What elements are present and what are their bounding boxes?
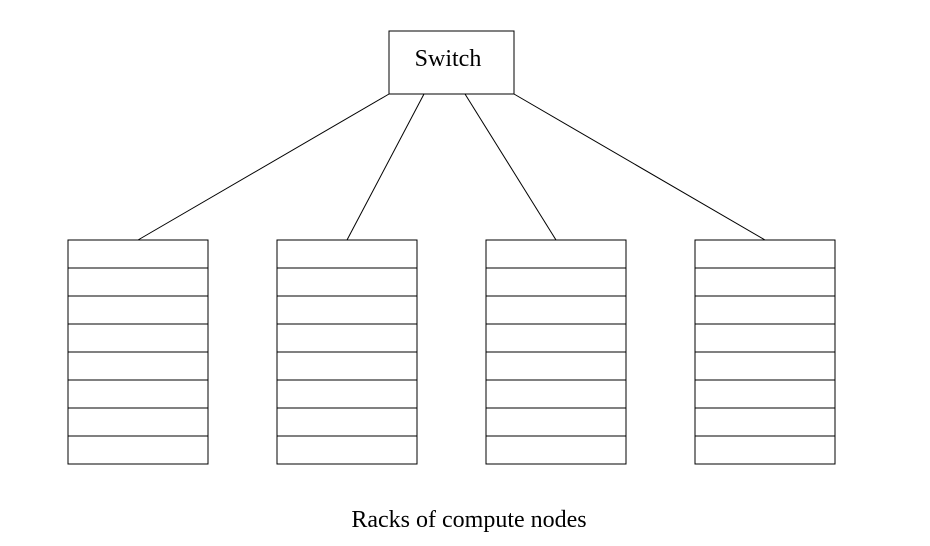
compute-node [485,379,627,409]
compute-node [276,267,418,297]
compute-node [694,435,836,465]
compute-node [694,267,836,297]
compute-node [694,323,836,353]
compute-node [485,295,627,325]
compute-node [276,435,418,465]
compute-node [67,323,209,353]
rack-4 [694,239,836,465]
compute-node [276,239,418,269]
rack-1 [67,239,209,465]
compute-node [67,407,209,437]
switch-node: Switch [388,30,515,95]
compute-node [485,351,627,381]
compute-node [67,435,209,465]
link-line-4 [513,93,766,241]
compute-node [485,323,627,353]
switch-box [388,30,515,95]
link-line-3 [464,93,557,241]
compute-node [694,351,836,381]
compute-node [67,295,209,325]
compute-node [694,379,836,409]
compute-node [67,267,209,297]
switch-label: Switch [415,46,482,72]
compute-node [276,407,418,437]
compute-node [67,239,209,269]
compute-node [485,407,627,437]
compute-node [694,295,836,325]
compute-node [485,267,627,297]
compute-node [276,351,418,381]
compute-node [485,239,627,269]
compute-node [694,239,836,269]
rack-2 [276,239,418,465]
compute-node [67,379,209,409]
link-line-2 [346,93,425,241]
racks-group [67,239,836,465]
compute-node [276,295,418,325]
compute-node [485,435,627,465]
switch-rack-links [137,93,766,241]
compute-node [276,323,418,353]
rack-3 [485,239,627,465]
compute-node [276,379,418,409]
diagram-caption: Racks of compute nodes [351,507,586,533]
compute-node [67,351,209,381]
compute-node [694,407,836,437]
link-line-1 [137,93,390,241]
